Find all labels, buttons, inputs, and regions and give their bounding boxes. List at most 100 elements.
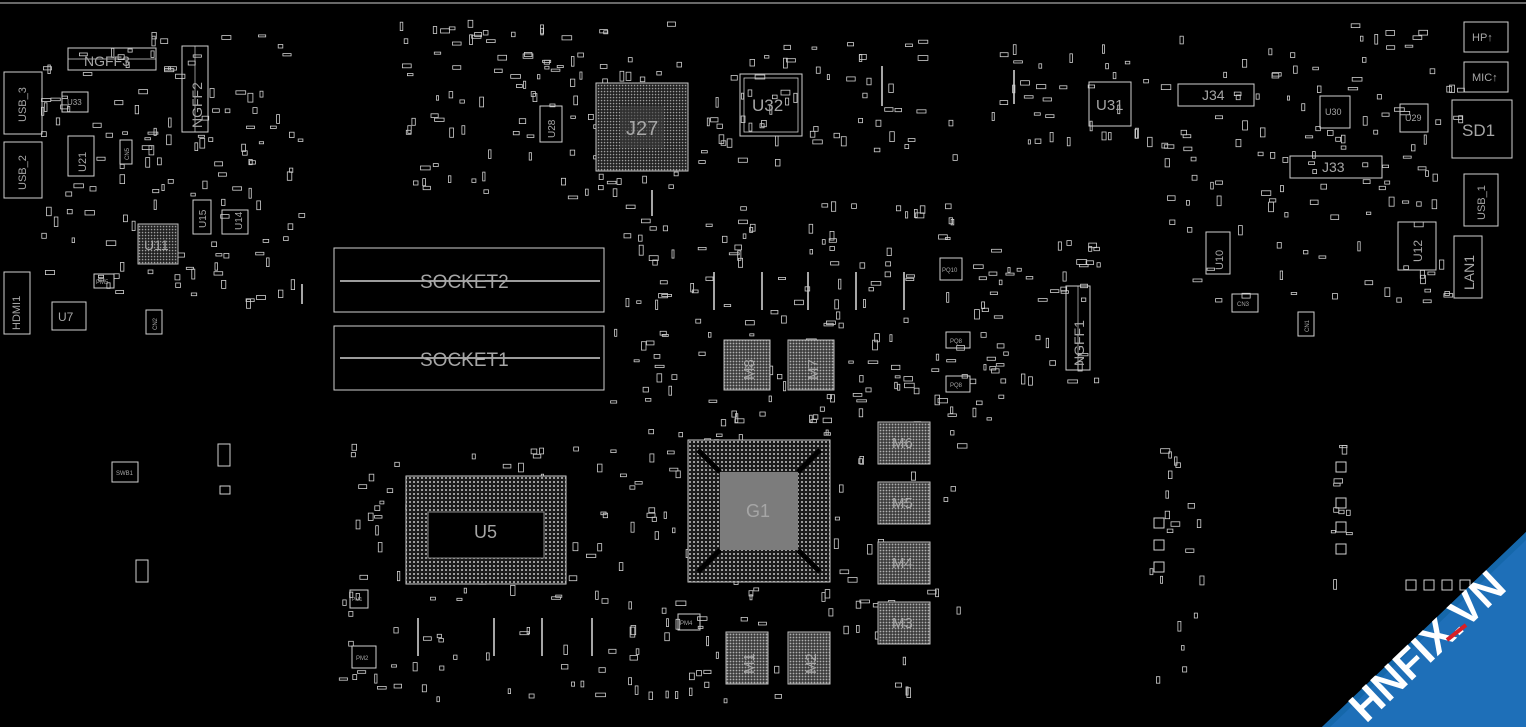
passive-pad [785, 97, 790, 106]
passive-pad [571, 681, 575, 687]
passive-pad [1384, 180, 1391, 185]
passive-pad [991, 112, 995, 121]
svg-text:U10: U10 [1214, 250, 1226, 270]
passive-pad [833, 538, 839, 549]
u7-chip: U7 [51, 301, 87, 331]
passive-pad [249, 160, 256, 165]
svg-text:M7: M7 [805, 359, 822, 380]
passive-pad [906, 687, 911, 698]
passive-pad [848, 360, 854, 364]
passive-pad [823, 322, 834, 327]
passive-pad [463, 587, 467, 594]
passive-pad [537, 74, 541, 80]
passive-pad [777, 373, 783, 380]
passive-pad [1270, 151, 1276, 159]
svg-text:U30: U30 [1325, 107, 1342, 117]
passive-pad [1223, 71, 1227, 78]
passive-pad [1404, 44, 1414, 48]
passive-pad [1282, 156, 1289, 163]
socket2-dimm: SOCKET2 [333, 247, 605, 313]
passive-pad [809, 249, 813, 255]
passive-pad [232, 186, 242, 191]
passive-pad [911, 471, 917, 481]
passive-pad [156, 157, 162, 166]
passive-pad [813, 126, 819, 132]
passive-pad [726, 138, 733, 148]
passive-pad [1268, 201, 1274, 213]
passive-pad [352, 674, 358, 680]
passive-pad [483, 189, 489, 194]
passive-pad [1402, 155, 1412, 159]
svg-text:CN3: CN3 [1237, 302, 1250, 308]
passive-pad [406, 73, 414, 77]
passive-pad [1187, 227, 1193, 233]
passive-pad [895, 682, 902, 688]
passive-pad [812, 414, 819, 420]
passive-pad [160, 38, 169, 44]
passive-pad [648, 255, 659, 261]
passive-pad [114, 100, 124, 106]
passive-pad [638, 244, 644, 256]
passive-pad [123, 214, 128, 223]
svg-text:U28: U28 [547, 119, 558, 138]
passive-pad [836, 311, 841, 320]
passive-pad [774, 665, 780, 674]
passive-pad [579, 71, 583, 80]
passive-pad [904, 382, 915, 389]
passive-pad [708, 399, 718, 403]
passive-pad [89, 186, 97, 192]
passive-pad [815, 66, 821, 74]
svg-text:U29: U29 [1405, 113, 1422, 123]
passive-pad [393, 627, 399, 634]
passive-pad [1049, 131, 1054, 143]
passive-pad [1362, 57, 1367, 63]
passive-pad [978, 276, 987, 281]
passive-pad [625, 204, 636, 210]
passive-pad [246, 298, 251, 309]
passive-pad [1179, 35, 1184, 45]
passive-pad [523, 80, 527, 89]
passive-pad [867, 360, 879, 364]
passive-pad [138, 89, 148, 95]
passive-pad [1318, 255, 1327, 259]
test-pad [1153, 539, 1165, 551]
passive-pad [510, 585, 516, 596]
passive-pad [628, 677, 632, 686]
test-pad [1335, 497, 1347, 509]
sd1-slot: SD1 [1451, 99, 1513, 159]
passive-pad [277, 289, 284, 298]
passive-pad [255, 251, 265, 256]
passive-pad [1169, 219, 1176, 225]
pq8-component-a: PQ8 [945, 331, 971, 349]
passive-pad [731, 410, 737, 418]
passive-pad [512, 130, 520, 136]
passive-pad [570, 78, 576, 87]
passive-pad [1087, 84, 1095, 89]
passive-pad [1402, 200, 1410, 204]
passive-pad [1177, 621, 1182, 632]
passive-pad [540, 24, 544, 35]
passive-pad [288, 131, 295, 138]
passive-pad [749, 594, 753, 601]
passive-pad [998, 394, 1005, 399]
passive-pad [117, 54, 125, 61]
passive-pad [276, 114, 280, 124]
passive-pad [838, 322, 844, 329]
passive-pad [1165, 490, 1170, 499]
passive-pad [208, 137, 214, 142]
passive-pad [754, 74, 766, 80]
passive-pad [1182, 134, 1192, 139]
passive-pad [1167, 195, 1176, 201]
passive-pad [1312, 151, 1316, 159]
passive-pad [662, 225, 668, 232]
passive-pad [889, 131, 895, 142]
passive-pad [1079, 263, 1089, 268]
passive-pad [1312, 169, 1318, 175]
passive-pad [661, 607, 667, 614]
passive-pad [950, 218, 955, 226]
passive-pad [55, 117, 61, 126]
passive-pad [1315, 126, 1321, 132]
passive-pad [1238, 225, 1243, 236]
passive-pad [957, 443, 968, 449]
passive-pad [599, 29, 608, 34]
